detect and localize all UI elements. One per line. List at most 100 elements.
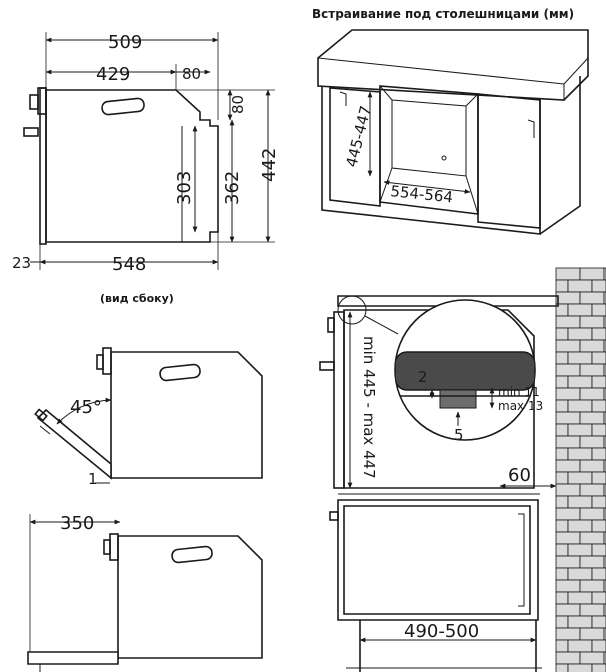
brick	[579, 531, 605, 545]
handle-slot-full	[171, 545, 213, 564]
brick	[591, 279, 606, 293]
brick	[591, 567, 606, 581]
brick	[591, 423, 606, 437]
dim-80-side: 80	[229, 95, 247, 114]
brick	[567, 327, 593, 341]
brick	[591, 447, 606, 461]
brick	[579, 387, 605, 401]
brick	[555, 471, 569, 485]
brick	[555, 567, 569, 581]
brick	[555, 591, 569, 605]
brick	[555, 435, 581, 449]
brick	[579, 411, 605, 425]
right-door	[477, 93, 541, 229]
brick	[591, 639, 606, 653]
install-view: min 445 - max 447 490-500 60 2 5 min 11 …	[319, 267, 606, 672]
brick	[555, 663, 569, 672]
detail-label-2: 2	[418, 368, 428, 386]
brick	[555, 531, 581, 545]
brick	[567, 639, 593, 653]
brick	[555, 579, 581, 593]
brick	[579, 483, 605, 497]
brick	[555, 399, 569, 413]
dim-niche-height: min 445 - max 447	[360, 336, 378, 479]
door-horizontal	[27, 651, 119, 665]
brick	[567, 399, 593, 413]
angle-label: 45°	[70, 397, 102, 418]
brick	[555, 351, 569, 365]
brick	[555, 315, 581, 329]
brick	[579, 603, 605, 617]
brick	[555, 555, 581, 569]
brick	[579, 459, 605, 473]
dim-362: 362	[222, 171, 243, 205]
brick	[567, 423, 593, 437]
brick	[555, 363, 581, 377]
brick	[555, 483, 581, 497]
brick	[567, 615, 593, 629]
brick	[555, 507, 581, 521]
brick	[567, 471, 593, 485]
brick	[555, 339, 581, 353]
side-view-caption: (вид сбоку)	[100, 292, 174, 305]
brick	[555, 627, 581, 641]
dim-490-500: 490-500	[404, 621, 479, 642]
detail-label-5: 5	[454, 426, 464, 444]
brick	[555, 459, 581, 473]
brick	[555, 651, 581, 665]
handle-slot-open	[159, 363, 201, 382]
brick	[591, 471, 606, 485]
diagram-title: Встраивание под столешницами (мм)	[312, 7, 574, 21]
brick	[567, 375, 593, 389]
cabinet-view: 445-447 554-564	[317, 29, 589, 235]
brick	[579, 435, 605, 449]
brick	[567, 447, 593, 461]
brick	[567, 351, 593, 365]
brick	[591, 591, 606, 605]
oven-body-open	[110, 351, 263, 479]
dim-429: 429	[96, 64, 130, 85]
brick	[555, 447, 569, 461]
brick	[555, 387, 581, 401]
detail-max: max 13	[498, 399, 543, 413]
brick	[567, 519, 593, 533]
door-open-view: 45° 1	[34, 347, 263, 488]
dim-554-564: 554-564	[390, 182, 454, 206]
brick	[591, 375, 606, 389]
brick	[579, 267, 605, 281]
oven-body	[45, 89, 219, 243]
base-cabinet	[337, 499, 539, 621]
brick	[555, 639, 569, 653]
left-door	[329, 87, 381, 207]
dim-303: 303	[174, 171, 195, 205]
oven-body-full	[117, 535, 263, 659]
handle-slot	[101, 97, 145, 116]
brick	[567, 543, 593, 557]
brick	[555, 411, 581, 425]
brick	[591, 327, 606, 341]
brick	[567, 663, 593, 672]
dim-80-top: 80	[182, 65, 201, 83]
dim-350: 350	[60, 513, 94, 534]
brick	[591, 303, 606, 317]
front-panel	[39, 87, 47, 245]
brick	[579, 579, 605, 593]
dim-23: 23	[12, 254, 31, 272]
brick	[591, 543, 606, 557]
knob-bottom	[23, 127, 39, 137]
dim-60: 60	[508, 465, 531, 486]
brick	[591, 663, 606, 672]
brick	[555, 375, 569, 389]
brick	[555, 519, 569, 533]
brick	[579, 291, 605, 305]
brick	[567, 495, 593, 509]
gap-label: 1	[88, 470, 98, 488]
brick	[579, 651, 605, 665]
knob-top	[29, 94, 39, 110]
brick	[555, 327, 569, 341]
brick	[555, 291, 581, 305]
brick	[591, 351, 606, 365]
brick	[567, 279, 593, 293]
brick	[579, 363, 605, 377]
